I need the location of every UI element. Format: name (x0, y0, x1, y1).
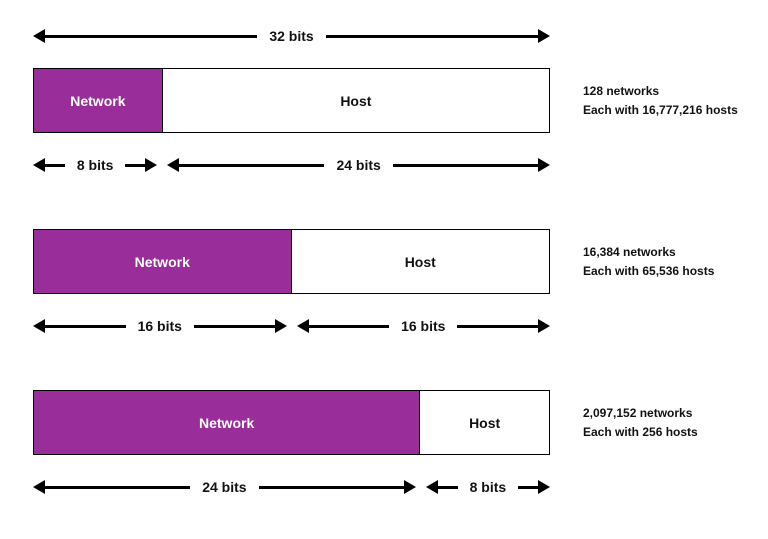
host-segment: Host (420, 391, 549, 454)
arrowhead-left-icon (296, 319, 309, 333)
arrowhead-left-icon (33, 319, 45, 333)
host-count: Each with 256 hosts (583, 424, 698, 439)
network-bits-label: 24 bits (202, 479, 247, 495)
network-bits-label: 8 bits (76, 157, 114, 173)
arrowhead-right-icon (403, 480, 416, 494)
host-count: Each with 16,777,216 hosts (583, 102, 738, 117)
bit-arrows: 24 bits 8 bits (33, 479, 551, 495)
arrowhead-right-icon (538, 319, 551, 333)
row-24-bit-network: Network Host 2,097,152 networks Each wit… (33, 390, 768, 495)
address-bar: Network Host (33, 390, 550, 455)
arrow-line (457, 324, 539, 328)
arrowhead-right-icon (538, 480, 551, 494)
network-label: Network (199, 414, 255, 431)
stats-text: 16,384 networks Each with 65,536 hosts (583, 243, 714, 280)
total-bits-arrow-body: 32 bits (33, 28, 551, 44)
network-bits-arrow: 8 bits (33, 157, 158, 173)
arrowhead-right-icon (145, 158, 158, 172)
arrowhead-left-icon (33, 29, 45, 43)
network-bits-label: 16 bits (137, 318, 182, 334)
network-label: Network (70, 92, 126, 109)
network-count: 16,384 networks (583, 244, 676, 259)
host-bits-label: 8 bits (469, 479, 507, 495)
host-label: Host (340, 92, 372, 109)
host-count: Each with 65,536 hosts (583, 263, 715, 278)
stats-text: 128 networks Each with 16,777,216 hosts (583, 82, 738, 119)
network-segment: Network (34, 230, 292, 293)
network-label: Network (134, 253, 190, 270)
host-bits-label: 16 bits (401, 318, 446, 334)
address-bar: Network Host (33, 229, 550, 294)
network-count: 2,097,152 networks (583, 405, 693, 420)
host-bits-label: 24 bits (336, 157, 381, 173)
arrowhead-right-icon (538, 158, 551, 172)
row-8-bit-network: Network Host 128 networks Each with 16,7… (33, 68, 768, 173)
arrowhead-left-icon (33, 158, 45, 172)
arrowhead-left-icon (167, 158, 180, 172)
arrowhead-right-icon (538, 29, 551, 43)
bit-arrows: 16 bits 16 bits (33, 318, 551, 334)
network-count: 128 networks (583, 83, 660, 98)
arrow-line (308, 324, 390, 328)
host-segment: Host (292, 230, 550, 293)
address-bar: Network Host (33, 68, 550, 133)
host-bits-arrow: 8 bits (425, 479, 551, 495)
arrow-line (518, 485, 539, 489)
network-bits-arrow: 24 bits (33, 479, 416, 495)
total-bits-arrow: 32 bits (33, 28, 551, 44)
row-16-bit-network: Network Host 16,384 networks Each with 6… (33, 229, 768, 334)
stats-text: 2,097,152 networks Each with 256 hosts (583, 404, 698, 441)
bit-arrows: 8 bits 24 bits (33, 157, 551, 173)
network-segment: Network (34, 391, 421, 454)
host-bits-arrow: 24 bits (167, 157, 551, 173)
arrow-line (258, 485, 404, 489)
host-label: Host (404, 253, 436, 270)
arrow-line (45, 34, 258, 38)
arrowhead-right-icon (274, 319, 287, 333)
arrow-line (45, 324, 126, 328)
arrowhead-left-icon (33, 480, 45, 494)
arrow-line (325, 34, 539, 38)
arrowhead-left-icon (425, 480, 438, 494)
host-label: Host (469, 414, 501, 431)
arrow-line (45, 163, 65, 167)
arrow-line (193, 324, 275, 328)
arrow-line (437, 485, 458, 489)
arrow-line (45, 485, 191, 489)
network-segment: Network (34, 69, 163, 132)
total-bits-label: 32 bits (269, 28, 314, 44)
arrow-line (392, 163, 539, 167)
network-bits-arrow: 16 bits (33, 318, 287, 334)
host-segment: Host (163, 69, 549, 132)
arrow-line (125, 163, 146, 167)
host-bits-arrow: 16 bits (296, 318, 551, 334)
arrow-line (179, 163, 325, 167)
